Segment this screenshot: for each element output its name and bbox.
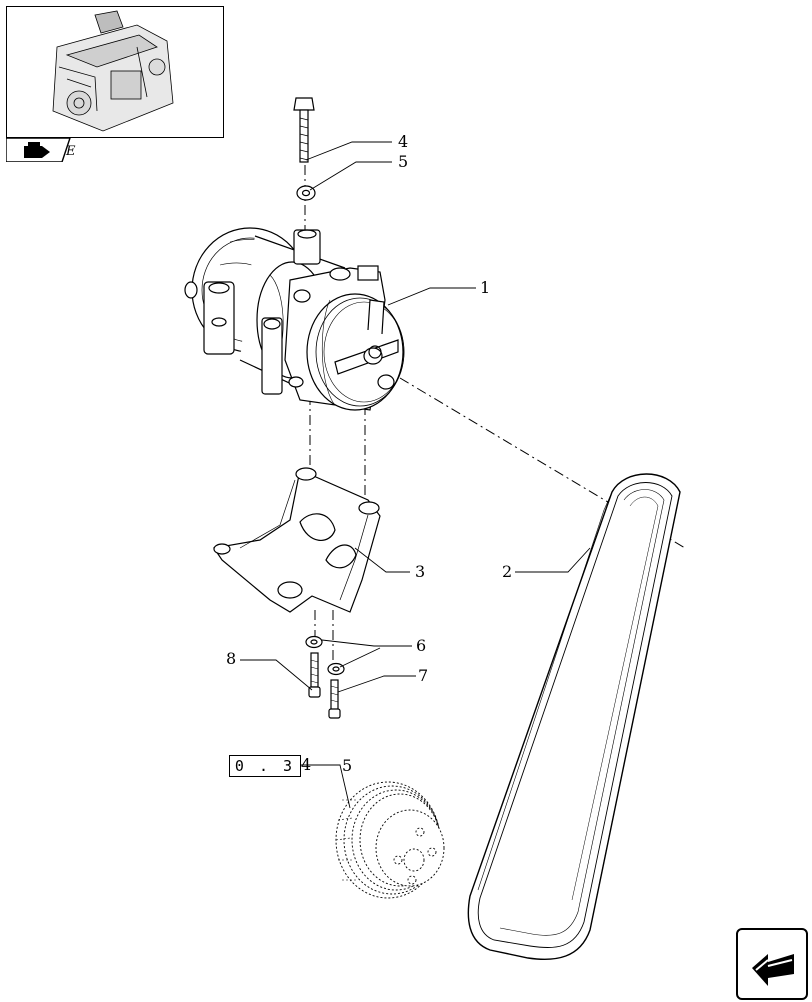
- callout-1: 1: [480, 278, 490, 297]
- callout-6: 6: [416, 636, 426, 655]
- callout-8: 8: [226, 649, 236, 668]
- thumbnail-tab[interactable]: E: [5, 137, 76, 163]
- drive-belt: [467, 473, 681, 961]
- callout-5: 5: [398, 152, 408, 171]
- callout-3: 3: [415, 562, 425, 581]
- engine-icon: [52, 10, 174, 132]
- bolt-4: [293, 97, 315, 163]
- reference-box[interactable]: 0 . 3: [229, 755, 301, 777]
- reference-sheet: 4: [301, 755, 312, 774]
- washers-6: [305, 635, 345, 676]
- leader-lines: [240, 141, 591, 809]
- callout-4: 4: [398, 132, 408, 151]
- callout-7: 7: [418, 666, 428, 685]
- ac-compressor: [184, 227, 405, 411]
- book-arrow-icon: [24, 142, 50, 158]
- reference-text: 0 . 3: [234, 757, 296, 775]
- crank-pulley: [335, 781, 445, 899]
- next-page-button[interactable]: [736, 928, 808, 1000]
- callouts: 4 5 1 2 3 6 7 8 5: [226, 132, 512, 775]
- thumbnail-tab-letter: E: [65, 144, 76, 159]
- mounting-bracket: [212, 467, 381, 613]
- callout-2: 2: [502, 562, 512, 581]
- bolt-8: [308, 652, 321, 698]
- bolt-7: [328, 679, 341, 719]
- arrow-left-icon: [752, 954, 794, 986]
- engine-thumbnail[interactable]: [6, 6, 224, 138]
- reference-item: 5: [342, 756, 352, 775]
